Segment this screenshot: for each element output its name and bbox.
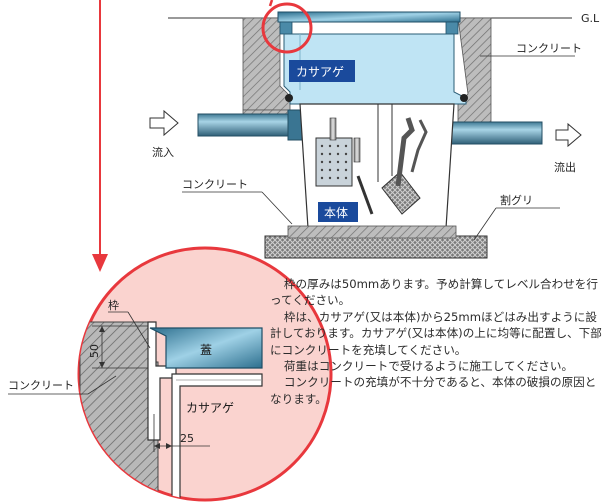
note-4: コンクリートの充填が不十分であると、本体の破損の原因となります。: [270, 375, 597, 406]
kasaage-label-box: [289, 60, 355, 82]
dimension-25: 25: [180, 432, 194, 445]
concrete-base: [287, 225, 457, 239]
detail-callout-ring: [261, 2, 313, 54]
callout-arrow-icon: [92, 254, 108, 272]
gasket-left: [285, 94, 293, 102]
inflow-label: 流入: [152, 145, 174, 159]
concrete-left-label: コンクリート: [182, 178, 248, 191]
detail-lid-label: 蓋: [200, 343, 212, 357]
concrete-top-label: コンクリート: [516, 42, 582, 55]
detail-concrete-label: コンクリート: [8, 379, 74, 392]
outflow-arrow-icon: [555, 122, 582, 148]
gl-label: G.L: [581, 12, 600, 25]
outflow-label: 流出: [554, 160, 576, 174]
note-2: 枠は、カサアゲ(又は本体)から25mmほどはみ出すように設計しております。カサア…: [270, 309, 602, 357]
dimension-50: 50: [88, 344, 101, 358]
wari-guri-label: 割グリ: [500, 193, 533, 207]
inflow-pipe: [197, 109, 303, 141]
body-label-box: [318, 202, 358, 222]
note-3: 荷重はコンクリートで受けるように施工してください。: [283, 359, 574, 374]
detail-frame-label: 枠: [108, 298, 119, 312]
frame-lid: [277, 11, 461, 35]
body-label: 本体: [324, 206, 348, 220]
detail-circle: 蓋 カサアゲ 枠 50 25: [8, 246, 333, 502]
kasaage-label: カサアゲ: [296, 65, 344, 79]
note-1: 枠の厚みは50mmあります。予め計算してレベル合わせを行ってください。: [270, 277, 598, 308]
installation-notes: 枠の厚みは50mmあります。予め計算してレベル合わせを行ってください。 枠は、カ…: [270, 276, 602, 407]
gravel-base: [264, 235, 488, 259]
gasket-right: [460, 94, 468, 102]
inflow-arrow-icon: [149, 109, 179, 137]
detail-kasaage-label: カサアゲ: [186, 401, 234, 415]
